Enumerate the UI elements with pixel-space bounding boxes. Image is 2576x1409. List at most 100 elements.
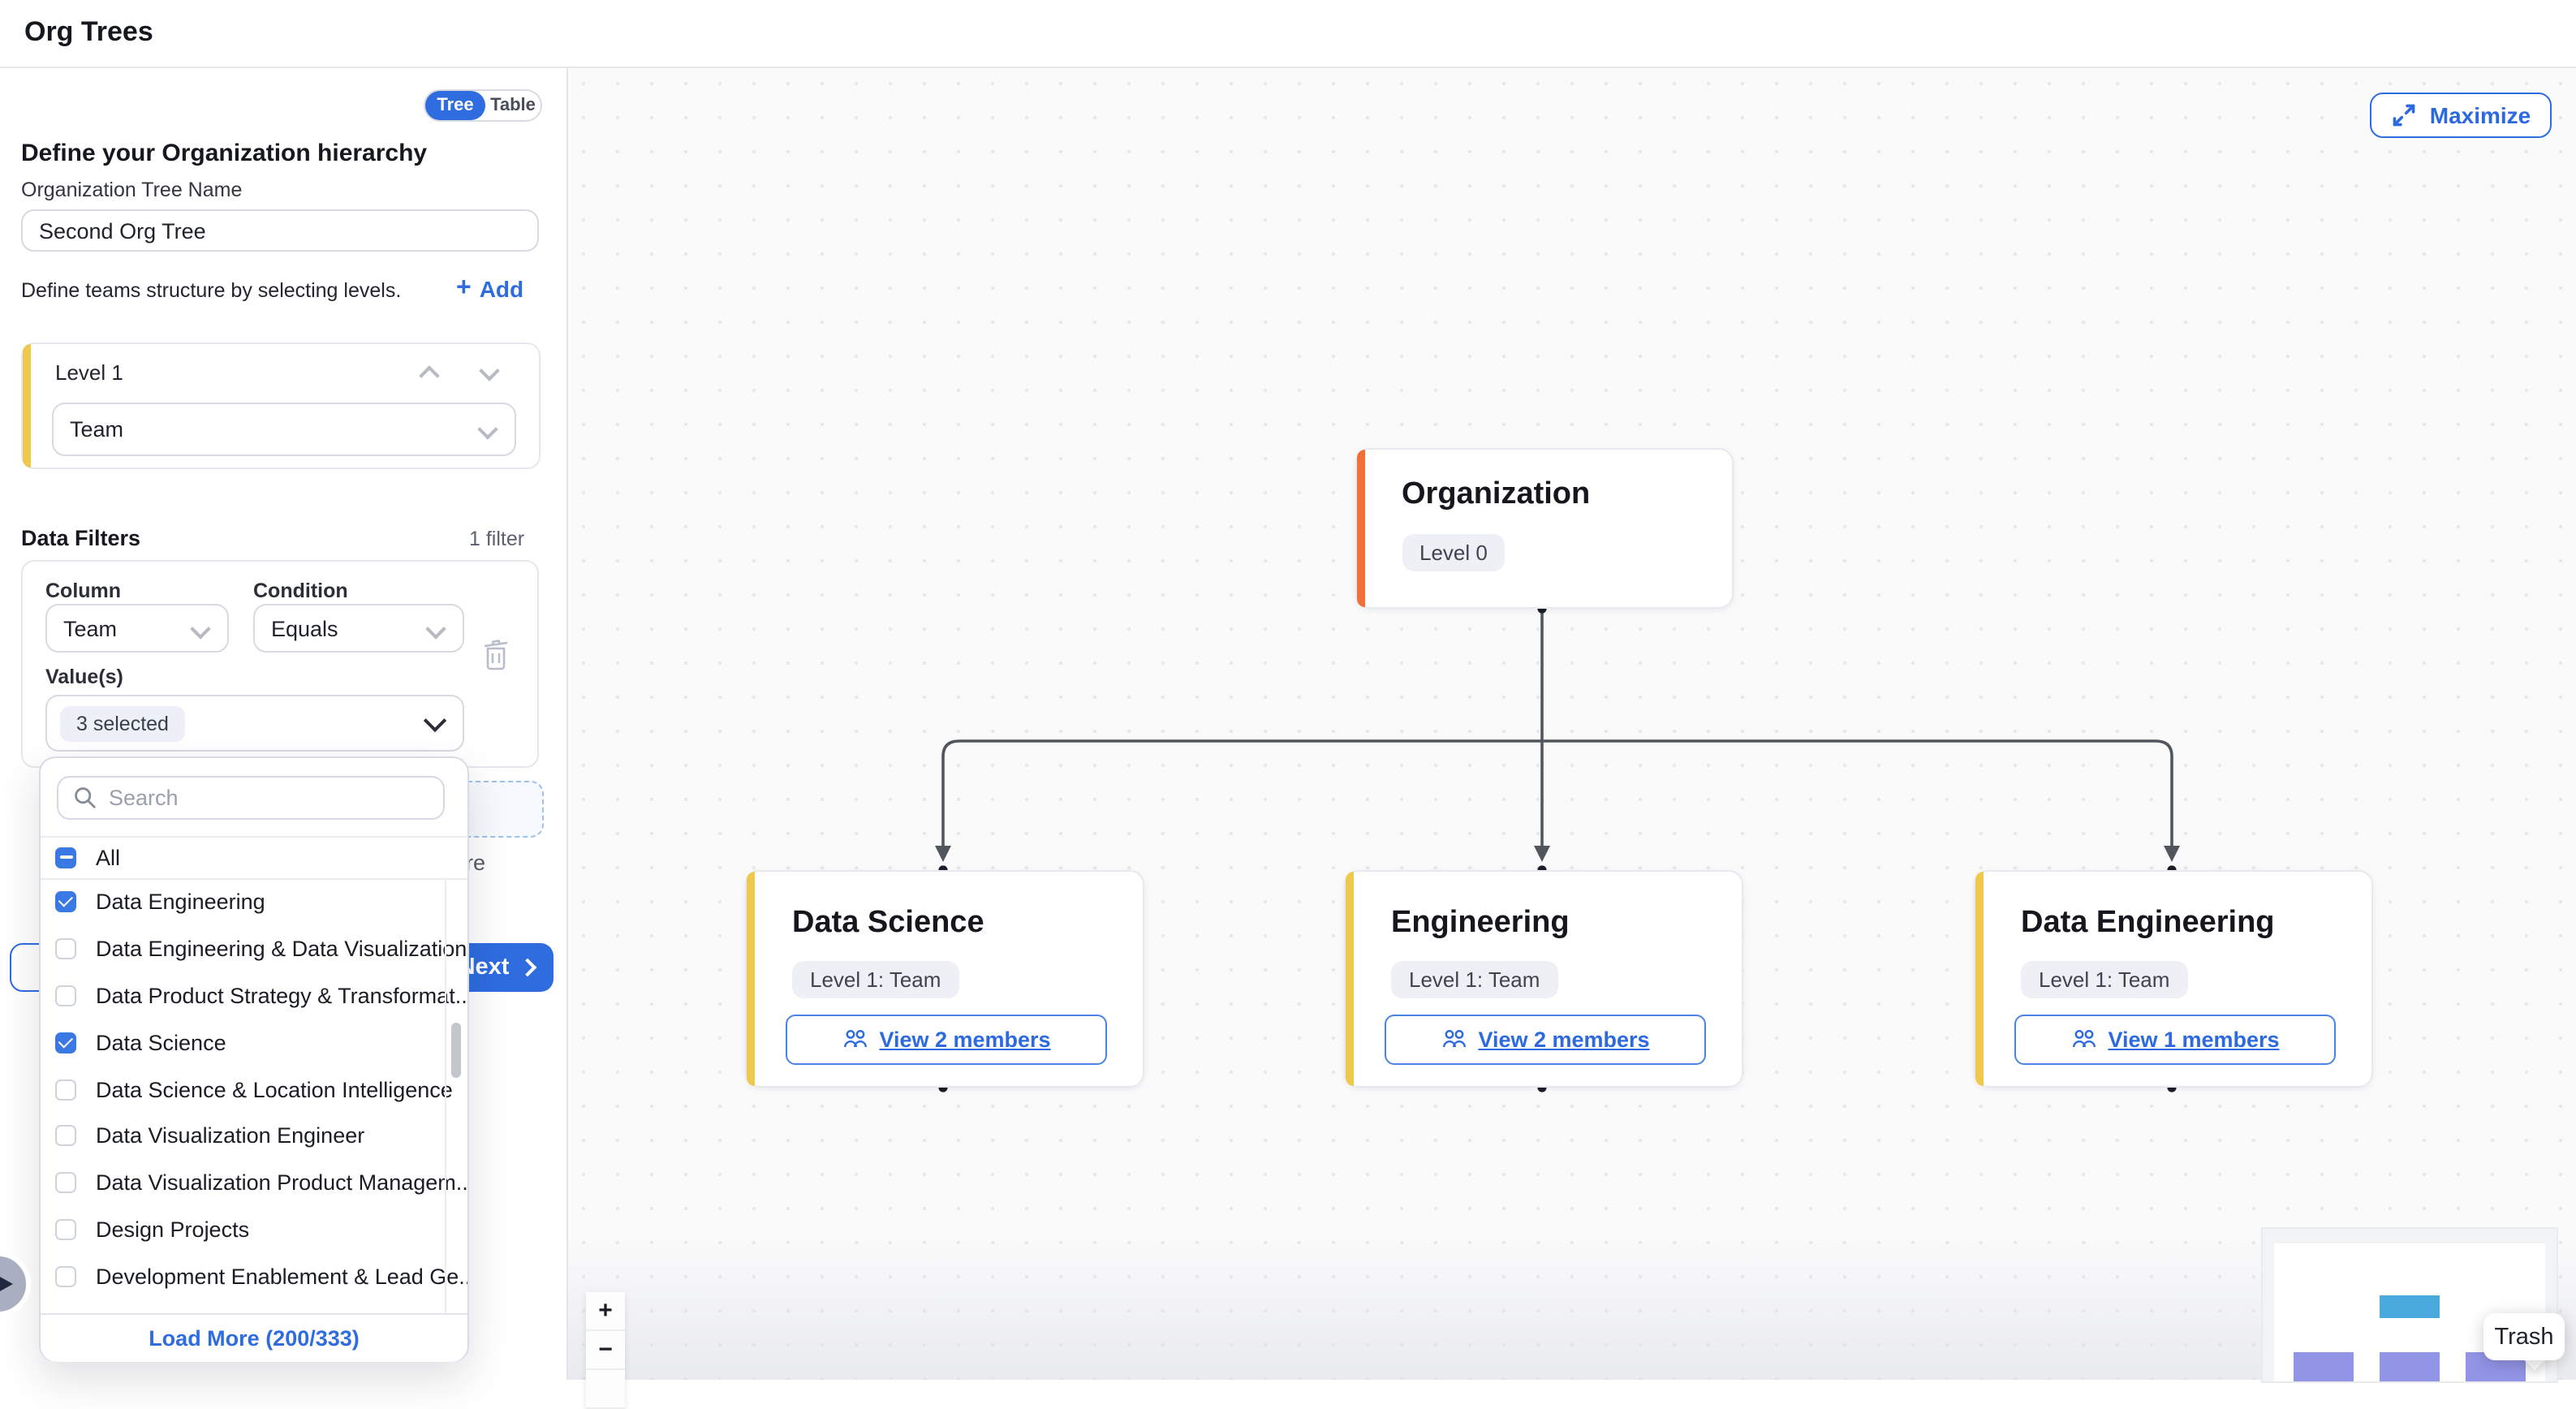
dropdown-option-list: Data Engineering Data Engineering & Data…	[41, 878, 467, 1313]
toggle-tree[interactable]: Tree	[425, 91, 485, 120]
checkbox-icon[interactable]	[55, 937, 76, 959]
dropdown-option-label: Data Product Strategy & Transformat...	[96, 983, 467, 1008]
tree-node[interactable]: Engineering Level 1: Team View 2 members	[1344, 870, 1743, 1088]
select-all-row[interactable]: All	[41, 838, 467, 877]
search-placeholder: Search	[109, 786, 179, 810]
chevron-down-icon	[423, 708, 447, 732]
load-more-link[interactable]: Load More (200/333)	[149, 1326, 360, 1351]
trash-tooltip: Trash	[2483, 1313, 2565, 1360]
node-level-badge: Level 1: Team	[1391, 961, 1558, 998]
minimap-node-child	[2294, 1352, 2354, 1381]
tree-name-label: Organization Tree Name	[21, 179, 243, 201]
view-members-button[interactable]: View 2 members	[786, 1015, 1107, 1064]
view-members-button[interactable]: View 1 members	[2014, 1015, 2336, 1064]
maximize-button[interactable]: Maximize	[2370, 93, 2552, 138]
add-level-label: Add	[479, 276, 524, 302]
checkbox-icon[interactable]	[55, 890, 76, 912]
move-down-icon[interactable]	[479, 360, 500, 381]
minimap-node-root	[2380, 1295, 2440, 1318]
dropdown-option[interactable]: Design Projects	[41, 1207, 467, 1254]
checkbox-icon[interactable]	[55, 1079, 76, 1101]
divider	[41, 836, 467, 838]
expand-icon	[2393, 104, 2415, 127]
dropdown-option-label: Design Projects	[96, 1217, 250, 1243]
level-card: Level 1 Team	[21, 343, 541, 469]
level-accent-bar	[23, 344, 31, 468]
node-accent-bar	[1346, 872, 1354, 1086]
column-label: Column	[45, 580, 122, 602]
checkbox-icon[interactable]	[55, 1125, 76, 1147]
view-members-label: View 2 members	[1478, 1027, 1650, 1052]
hidden-text-fragment: re	[466, 851, 486, 875]
view-members-button[interactable]: View 2 members	[1385, 1015, 1706, 1064]
checkbox-icon[interactable]	[55, 1172, 76, 1194]
select-all-label: All	[96, 845, 121, 869]
level-type-value: Team	[70, 417, 124, 442]
minimap-viewport	[2274, 1243, 2545, 1381]
zoom-controls: + −	[586, 1292, 625, 1409]
fit-view-button[interactable]	[586, 1370, 625, 1409]
tree-canvas[interactable]	[566, 67, 2576, 1380]
page-title: Org Trees	[24, 16, 153, 47]
dropdown-option[interactable]: Data Product Strategy & Transformat...	[41, 972, 467, 1019]
node-accent-bar	[1356, 450, 1364, 607]
checkbox-icon[interactable]	[55, 1266, 76, 1288]
tree-name-input[interactable]	[21, 209, 539, 252]
filter-count: 1 filter	[469, 528, 525, 550]
dropdown-option[interactable]: Data Engineering & Data Visualization	[41, 925, 467, 972]
tree-node[interactable]: Data Engineering Level 1: Team View 1 me…	[1974, 870, 2373, 1088]
dropdown-option[interactable]: Data Visualization Engineer	[41, 1113, 467, 1160]
chevron-down-icon	[477, 419, 498, 440]
divider	[41, 878, 467, 880]
dropdown-footer: Load More (200/333)	[41, 1313, 467, 1362]
dropdown-option-label: Data Visualization Product Managem...	[96, 1170, 467, 1196]
node-title: Engineering	[1391, 906, 1570, 940]
dropdown-option[interactable]: Development Enablement & Lead Ge...	[41, 1253, 467, 1300]
node-title: Data Science	[792, 906, 984, 940]
dropdown-option-label: Development Enablement & Lead Ge...	[96, 1265, 467, 1290]
checkbox-icon[interactable]	[55, 1219, 76, 1241]
filter-column-value: Team	[63, 616, 118, 640]
scrollbar-thumb[interactable]	[450, 1023, 460, 1078]
filter-values-select[interactable]: 3 selected	[45, 695, 464, 752]
add-level-button[interactable]: + Add	[456, 274, 523, 304]
dropdown-option[interactable]: Data Visualization Product Managem...	[41, 1160, 467, 1207]
scrollbar-track	[445, 878, 446, 1313]
dropdown-option[interactable]: Data Science & Location Intelligence	[41, 1066, 467, 1113]
people-icon	[843, 1030, 867, 1048]
chevron-right-icon	[518, 958, 536, 977]
dropdown-option[interactable]: Data Engineering	[41, 878, 467, 925]
plus-icon: +	[456, 274, 472, 302]
zoom-out-button[interactable]: −	[586, 1331, 625, 1370]
dropdown-search[interactable]: Search	[57, 776, 445, 820]
checkbox-icon[interactable]	[55, 1032, 76, 1054]
zoom-in-button[interactable]: +	[586, 1292, 625, 1331]
level-type-select[interactable]: Team	[52, 403, 516, 456]
dropdown-option-label: Data Science	[96, 1030, 226, 1055]
toggle-table[interactable]: Table	[490, 96, 536, 115]
levels-hint: Define teams structure by selecting leve…	[21, 279, 402, 302]
view-members-label: View 1 members	[2108, 1027, 2280, 1052]
values-label: Value(s)	[45, 666, 123, 688]
move-up-icon[interactable]	[419, 365, 440, 386]
dropdown-option[interactable]: Development & Portfolio Strat...	[41, 1300, 467, 1313]
tree-node-root[interactable]: Organization Level 0	[1355, 448, 1733, 609]
filter-condition-value: Equals	[271, 616, 338, 640]
tree-node[interactable]: Data Science Level 1: Team View 2 member…	[745, 870, 1144, 1088]
people-icon	[1442, 1030, 1466, 1048]
chevron-down-icon	[190, 618, 211, 639]
dropdown-option[interactable]: Data Science	[41, 1019, 467, 1066]
filter-condition-select[interactable]: Equals	[253, 604, 464, 653]
delete-filter-icon[interactable]	[482, 640, 510, 670]
dropdown-option-label: Data Engineering & Data Visualization	[96, 936, 467, 961]
filter-column-select[interactable]: Team	[45, 604, 229, 653]
checkbox-icon[interactable]	[55, 985, 76, 1006]
chevron-down-icon	[425, 618, 446, 639]
data-filters-title: Data Filters	[21, 526, 141, 550]
node-level-badge: Level 1: Team	[2021, 961, 2188, 998]
org-trees-page: Organization Level 0 Maximize + − Trash	[0, 0, 2576, 1380]
view-toggle: Tree Table	[424, 89, 542, 122]
node-accent-bar	[747, 872, 755, 1086]
indeterminate-checkbox-icon[interactable]	[55, 847, 76, 868]
people-icon	[2072, 1030, 2096, 1048]
